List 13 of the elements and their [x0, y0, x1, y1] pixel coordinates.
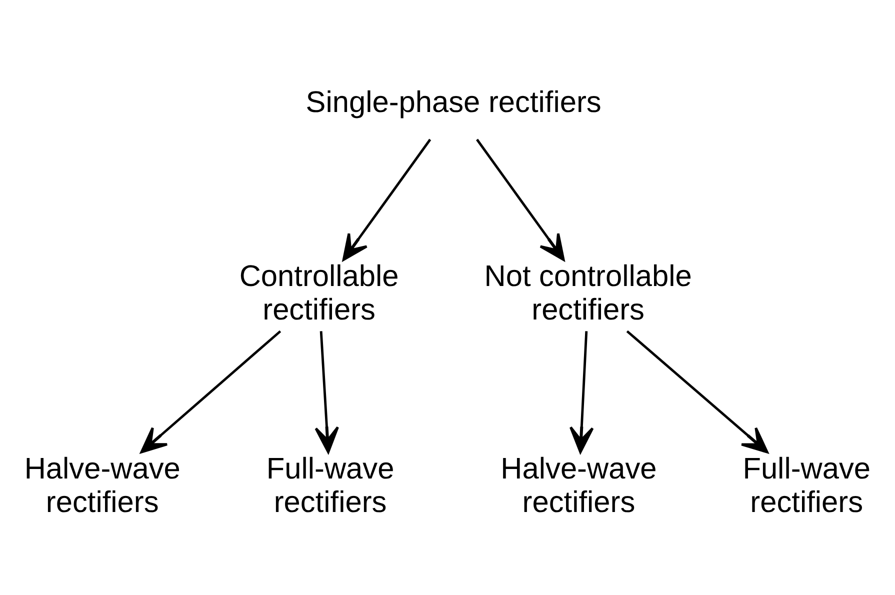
arrow [476, 138, 565, 261]
node-text: Full-wave rectifiers [266, 452, 394, 519]
arrow [342, 138, 432, 261]
node-text: Halve-wave rectifiers [500, 452, 657, 519]
arrow [569, 331, 594, 454]
arrow [626, 330, 768, 454]
node-text: Halve-wave rectifiers [24, 452, 180, 519]
node-text: Single-phase rectifiers [306, 86, 602, 120]
node-text: Controllable rectifiers [239, 260, 399, 327]
arrow [140, 330, 282, 454]
node-text: Not controllable rectifiers [484, 260, 692, 327]
node-text: Full-wave rectifiers [742, 452, 871, 519]
arrow [314, 331, 339, 454]
